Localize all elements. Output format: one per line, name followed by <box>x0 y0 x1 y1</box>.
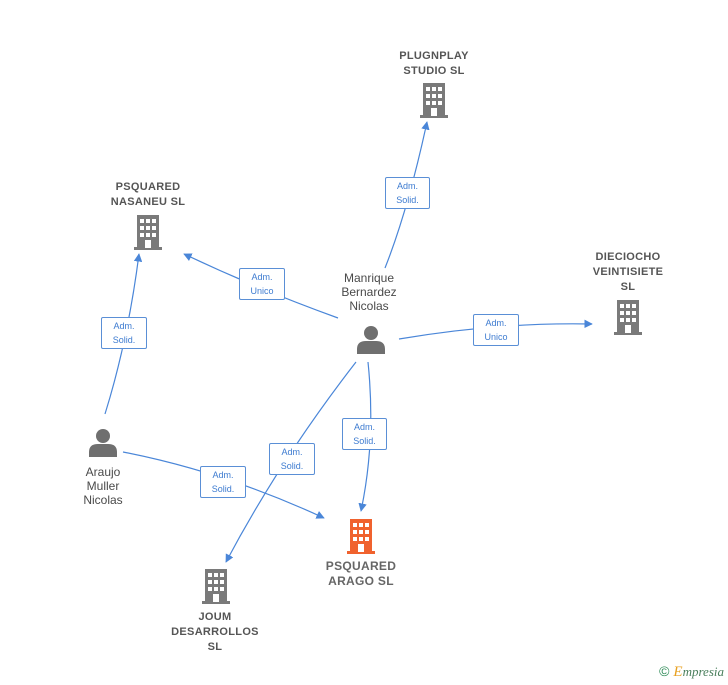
company-nasaneu-label[interactable]: PSQUARED NASANEU SL <box>110 181 186 208</box>
person-araujo-icon[interactable] <box>89 429 117 457</box>
company-plugnplay-icon[interactable] <box>420 83 448 118</box>
edge-label-araujo-nasaneu: Adm. Solid. <box>101 317 147 349</box>
footer-brand: ©Empresia <box>659 663 724 681</box>
edge-label-araujo-arago: Adm. Solid. <box>200 466 246 498</box>
brand-logo: Empresia <box>673 664 724 680</box>
company-joum-label[interactable]: JOUM DESARROLLOS SL <box>171 611 259 653</box>
person-araujo-label[interactable]: Araujo Muller Nicolas <box>83 465 123 507</box>
person-manrique-label[interactable]: Manrique Bernardez Nicolas <box>341 271 397 313</box>
company-joum-icon[interactable] <box>202 569 230 604</box>
copyright-icon: © <box>659 663 670 679</box>
company-nasaneu-icon[interactable] <box>134 215 162 250</box>
person-manrique-icon[interactable] <box>357 326 385 354</box>
company-arago-icon[interactable] <box>347 519 375 554</box>
edge-label-manrique-dieciocho: Adm. Unico <box>473 314 519 346</box>
edge-label-manrique-nasaneu: Adm. Unico <box>239 268 285 300</box>
company-dieciocho-icon[interactable] <box>614 300 642 335</box>
company-plugnplay-label[interactable]: PLUGNPLAY STUDIO SL <box>399 50 469 77</box>
company-dieciocho-label[interactable]: DIECIOCHO VEINTISIETE SL <box>592 251 664 293</box>
company-arago-label[interactable]: PSQUARED ARAGO SL <box>325 559 397 588</box>
edge-label-manrique-joum: Adm. Solid. <box>269 443 315 475</box>
edge-label-manrique-arago: Adm. Solid. <box>342 418 387 450</box>
edge-label-manrique-plugnplay: Adm. Solid. <box>385 177 430 209</box>
